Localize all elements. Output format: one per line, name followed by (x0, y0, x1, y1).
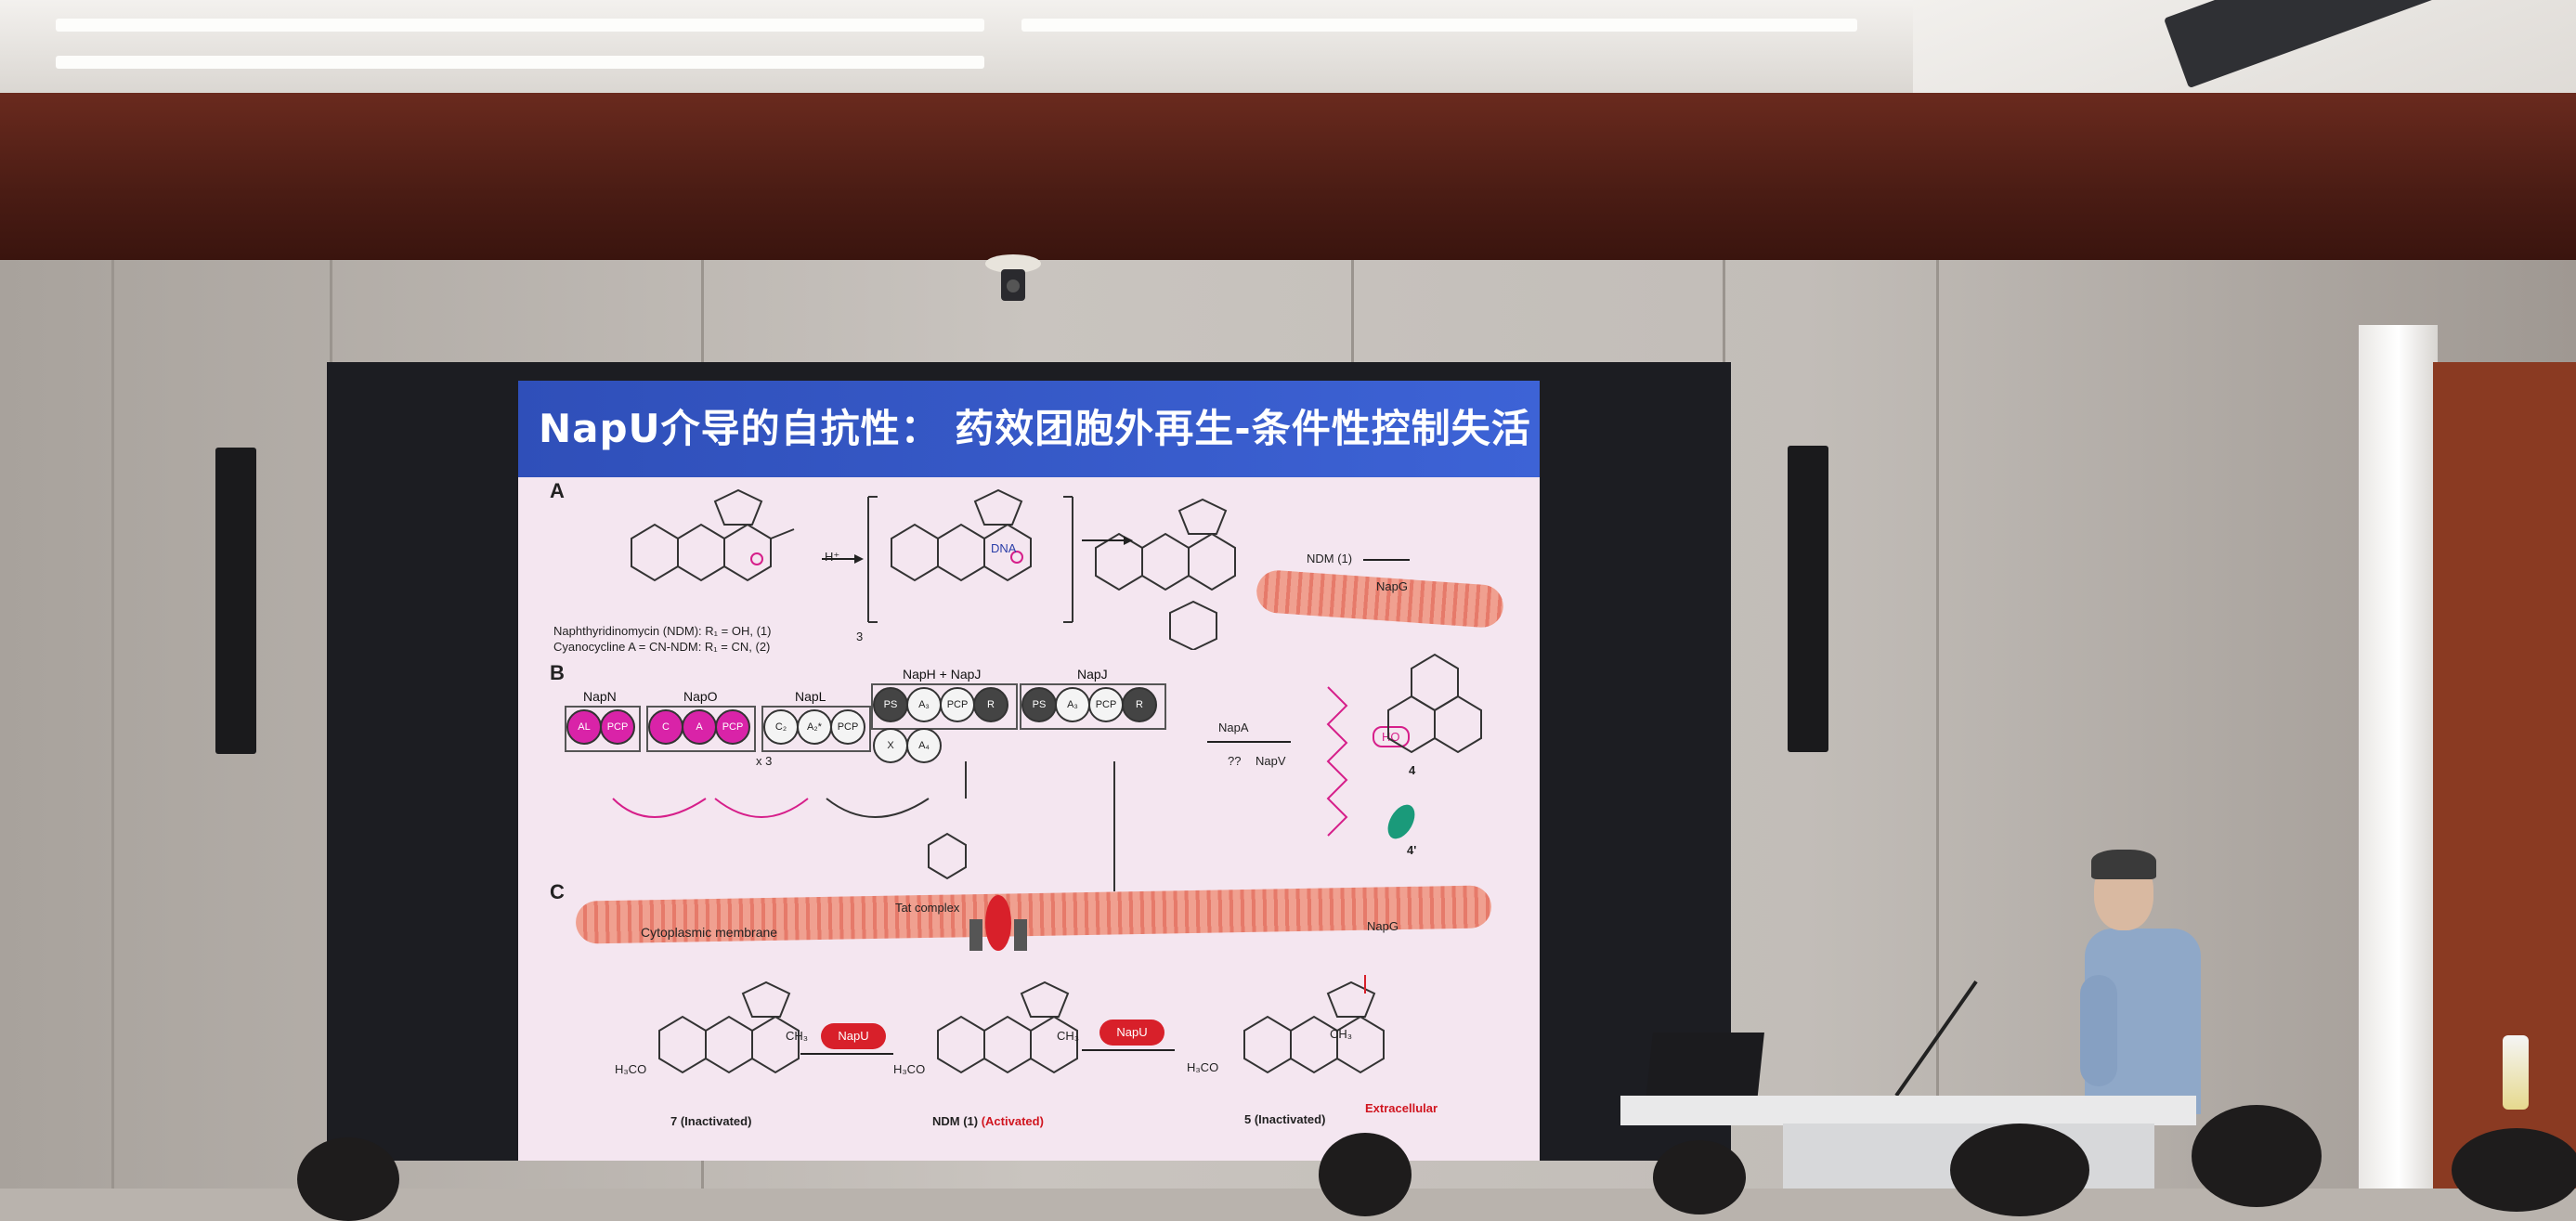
speaker-hair (2091, 850, 2156, 879)
podium-top (1620, 1096, 2196, 1125)
ceiling-light (56, 19, 984, 32)
domain-pcp: PCP (715, 709, 750, 745)
wooden-beam (0, 93, 2576, 260)
compound-4p-label: 4' (1407, 843, 1417, 857)
domain-a: A (682, 709, 717, 745)
domain-pcp: PCP (830, 709, 865, 745)
arrow-napa (1207, 741, 1291, 743)
ceiling-light (1021, 19, 1857, 32)
repeat-x3: x 3 (756, 754, 773, 768)
compound-4-structure (1326, 653, 1482, 837)
compound-4-label: 4 (1409, 763, 1416, 777)
napg-label-top: NapG (1376, 579, 1408, 593)
wall-seam (111, 260, 114, 1189)
panel-letter-c: C (550, 880, 565, 903)
module-napl: NapL (795, 689, 826, 704)
h3co-label-mid: H₃CO (893, 1062, 926, 1076)
panel-letter-b: B (550, 661, 565, 684)
extracellular-label: Extracellular (1365, 1101, 1438, 1115)
domain-pcp: PCP (940, 687, 975, 722)
domain-pcp: PCP (1088, 687, 1124, 722)
panel-letter-a: A (550, 479, 565, 502)
ceiling-light (56, 56, 984, 69)
module-box (1020, 683, 1166, 730)
napa-label: NapA (1218, 721, 1249, 734)
panel-a-structures (631, 488, 1236, 650)
domain-r: R (973, 687, 1008, 722)
h-plus-label: H⁺ (825, 550, 840, 564)
h3co-label-left: H₃CO (615, 1062, 647, 1076)
domain-r: R (1122, 687, 1157, 722)
domain-pcp: PCP (600, 709, 635, 745)
arrow (800, 1053, 893, 1055)
curtain (2359, 325, 2438, 1189)
panel-c-structures (658, 975, 1385, 1074)
speaker-arm (2080, 975, 2117, 1086)
arrow (1082, 1049, 1175, 1051)
domain-c2: C₂ (763, 709, 799, 745)
module-napn: NapN (583, 689, 617, 704)
audience-head (1653, 1140, 1746, 1215)
module-napj: NapJ (1077, 667, 1108, 682)
arrow (1363, 559, 1410, 561)
ndm-definition: Naphthyridinomycin (NDM): R₁ = OH, (1) (553, 624, 772, 638)
cn-ndm-definition: Cyanocycline A = CN-NDM: R₁ = CN, (2) (553, 640, 771, 654)
wall-seam (1936, 260, 1939, 1189)
h3co-label-right: H₃CO (1187, 1060, 1219, 1074)
ch3-label-right: CH₃ (1330, 1027, 1353, 1041)
domain-ps: PS (873, 687, 908, 722)
label-ndm-activated: NDM (1) (Activated) (932, 1114, 1044, 1128)
membrane-label: Cytoplasmic membrane (641, 925, 778, 940)
module-napo: NapO (683, 689, 718, 704)
slide-title-bar (518, 381, 1540, 477)
audience-head (2192, 1105, 2322, 1207)
ho-tag: HO (1373, 726, 1410, 747)
ch3-label-left: CH₃ (786, 1029, 809, 1043)
speaker-left (215, 448, 256, 754)
question-label: ?? (1228, 754, 1242, 768)
tat-complex-icon (969, 895, 1027, 951)
domain-a3: A₃ (1055, 687, 1090, 722)
panel-b-substrates (612, 761, 1115, 891)
module-box (871, 683, 1018, 730)
water-bottle (2503, 1035, 2529, 1110)
audience-head (1319, 1133, 1412, 1216)
label-5-inactivated: 5 (Inactivated) (1244, 1112, 1326, 1126)
domain-a2: A₂* (797, 709, 832, 745)
laptop (1646, 1033, 1764, 1102)
label-7-inactivated: 7 (Inactivated) (670, 1114, 752, 1128)
enzyme-icon (1387, 804, 1415, 839)
tat-complex-label: Tat complex (895, 901, 960, 915)
ndm-1-label: NDM (1) (1307, 552, 1353, 565)
module-naph-napj: NapH + NapJ (903, 667, 982, 682)
dna-label: DNA (991, 541, 1017, 555)
audience-head (2452, 1128, 2576, 1212)
domain-ps: PS (1021, 687, 1057, 722)
ch3-label-mid: CH₃ (1057, 1029, 1080, 1043)
domain-a4: A₄ (906, 728, 942, 763)
module-box (565, 706, 641, 752)
domain-c: C (648, 709, 683, 745)
napv-label: NapV (1255, 754, 1286, 768)
napu-pill-left: NapU (821, 1023, 886, 1049)
slide-title: NapU介导的自抗性： 药效团胞外再生-条件性控制失活 (539, 406, 1531, 451)
napu-pill-right: NapU (1099, 1020, 1164, 1046)
domain-a3: A₃ (906, 687, 942, 722)
audience-head (297, 1137, 399, 1221)
module-box (646, 706, 756, 752)
napg-label-bottom: NapG (1367, 919, 1399, 933)
domain-x: X (873, 728, 908, 763)
speaker-right (1788, 446, 1828, 752)
compound-3-label: 3 (856, 630, 864, 643)
slide (518, 381, 1540, 1161)
audience-head (1950, 1124, 2089, 1216)
domain-al: AL (566, 709, 602, 745)
module-box (761, 706, 871, 752)
camera-icon (984, 251, 1042, 316)
